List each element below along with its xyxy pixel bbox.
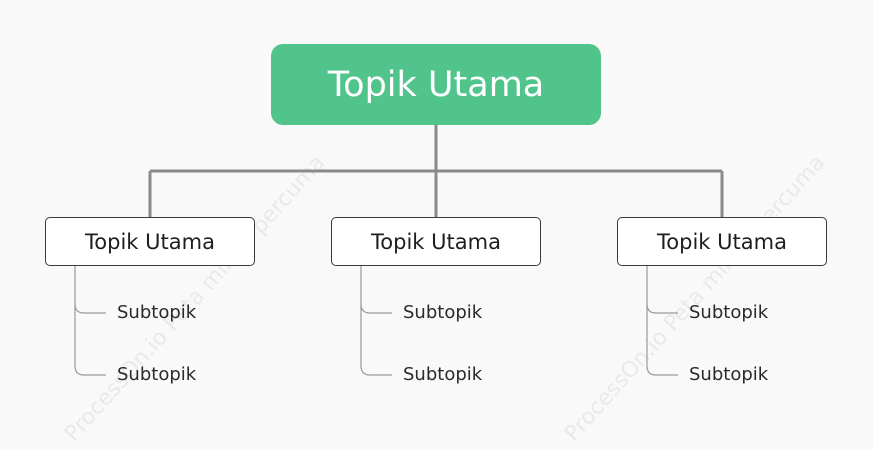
subtopic-node[interactable]: Subtopik — [403, 302, 483, 323]
subtopic-node[interactable]: Subtopik — [117, 364, 197, 385]
main-topic-label: Topik Utama — [657, 229, 787, 254]
main-topic-node[interactable]: Topik Utama — [331, 217, 541, 266]
main-topic-node[interactable]: Topik Utama — [617, 217, 827, 266]
subtopic-connector — [360, 304, 392, 376]
subtopic-node[interactable]: Subtopik — [117, 302, 197, 323]
subtopic-connector — [74, 304, 106, 376]
subtopic-connector — [646, 266, 678, 314]
root-topic-node[interactable]: Topik Utama — [271, 44, 601, 125]
subtopic-node[interactable]: Subtopik — [689, 302, 769, 323]
main-topic-node[interactable]: Topik Utama — [45, 217, 255, 266]
root-topic-label: Topik Utama — [327, 64, 545, 105]
main-topic-label: Topik Utama — [371, 229, 501, 254]
subtopic-connector — [646, 304, 678, 376]
subtopic-node[interactable]: Subtopik — [689, 364, 769, 385]
subtopic-connector — [360, 266, 392, 314]
subtopic-node[interactable]: Subtopik — [403, 364, 483, 385]
main-topic-label: Topik Utama — [85, 229, 215, 254]
subtopic-connector — [74, 266, 106, 314]
